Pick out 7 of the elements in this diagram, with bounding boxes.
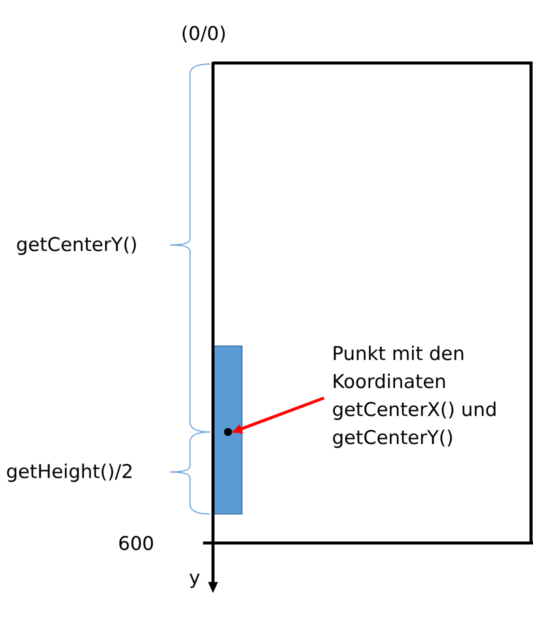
tick-label: 600 <box>118 532 154 556</box>
dimension-label: getCenterY() <box>16 233 138 257</box>
axis-label: y <box>189 566 200 590</box>
arrow <box>232 396 325 434</box>
origin-label: (0/0) <box>181 22 226 46</box>
callout-text: Punkt mit den Koordinaten getCenterX() und getCenterY() <box>332 340 527 452</box>
dimension-label: getHeight()/2 <box>6 460 134 484</box>
